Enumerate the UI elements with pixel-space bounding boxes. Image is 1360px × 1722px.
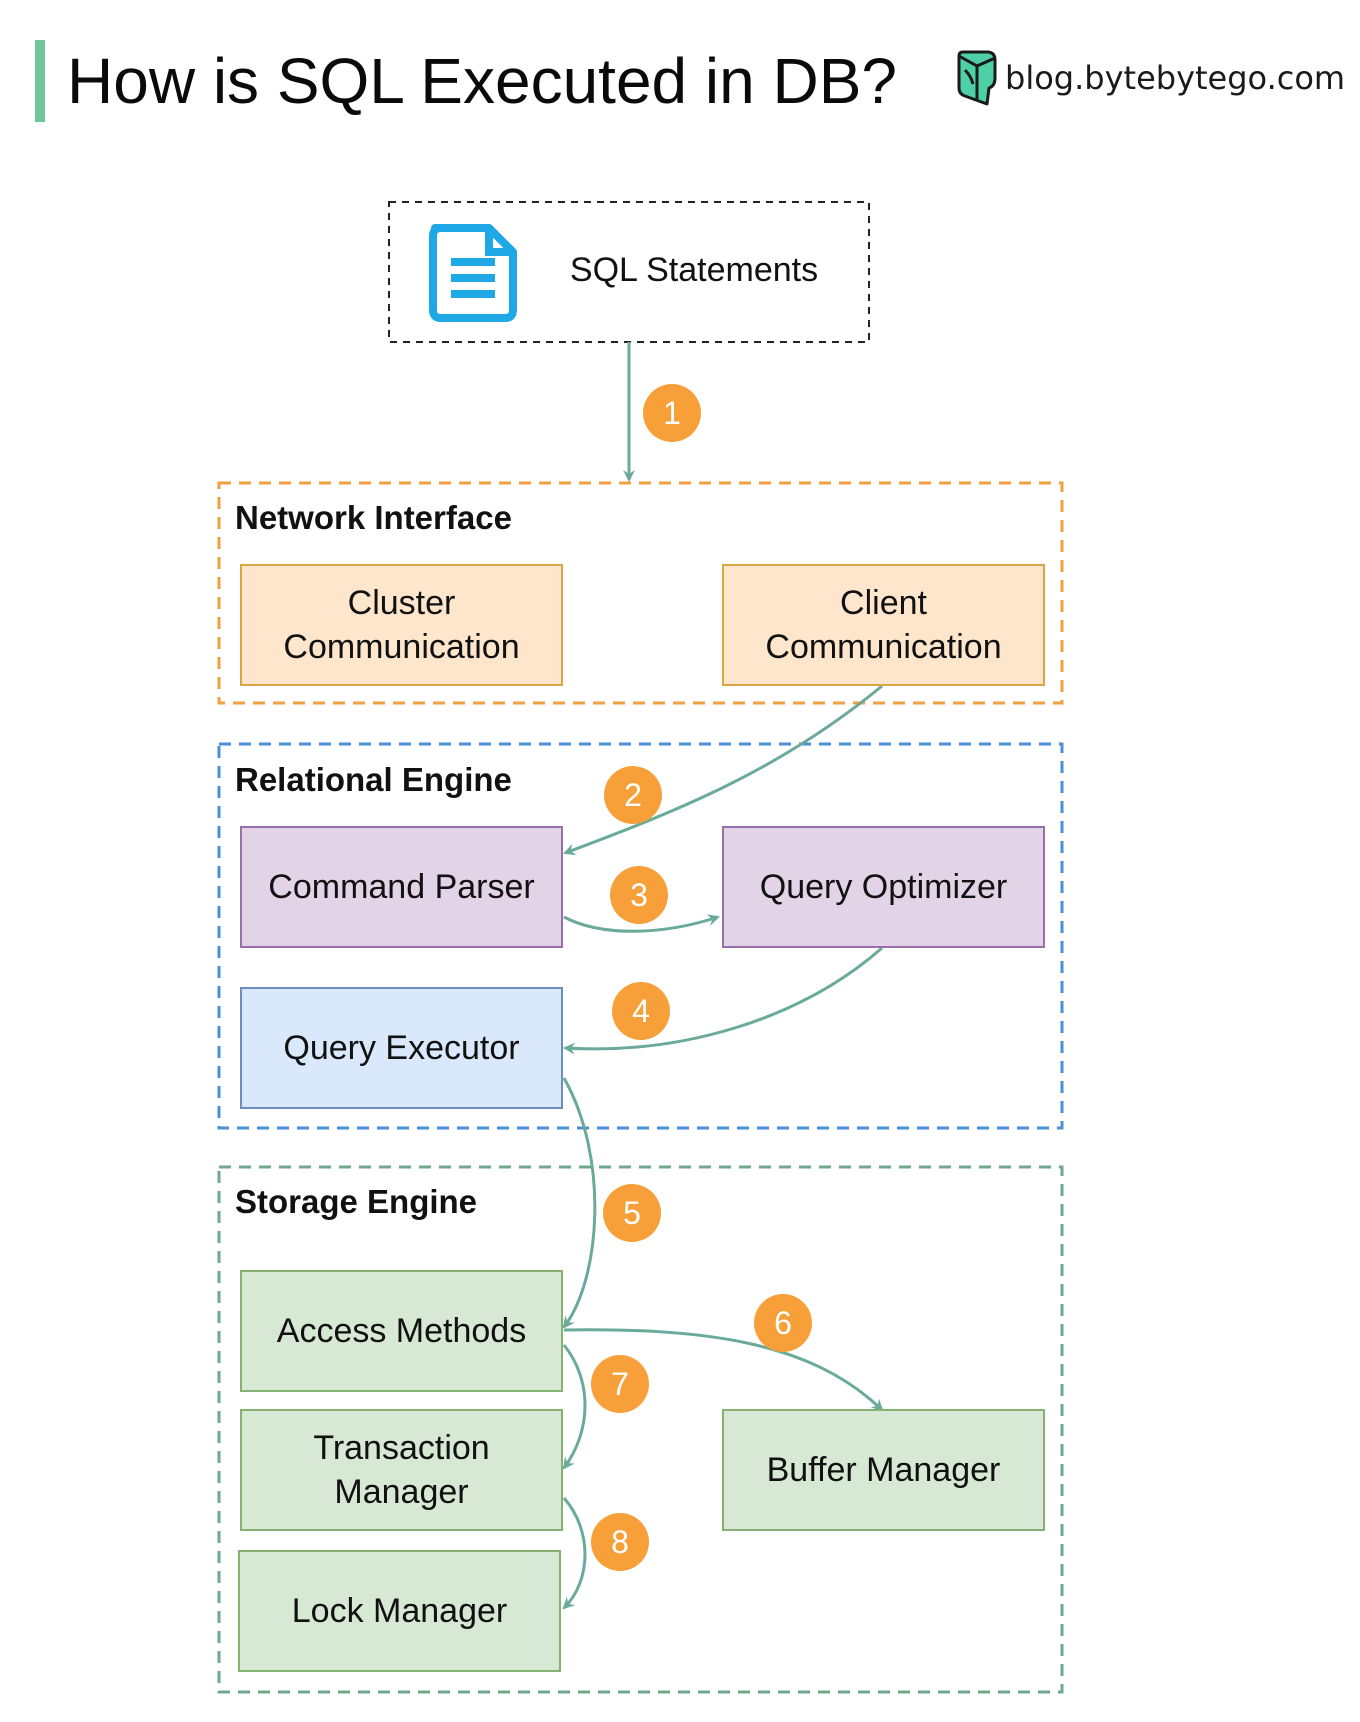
storage-engine-label: Storage Engine [235,1183,478,1220]
storage-engine-frame [217,1165,1064,1694]
step-badge-4: 4 [612,982,670,1040]
arrow-step-2 [563,684,883,856]
arrow-step-4 [563,946,883,1055]
lock-manager-node: Lock Manager [238,1550,561,1672]
command-parser-label: Command Parser [268,868,535,906]
client-communication-node: Client Communication [722,564,1045,686]
document-icon [429,224,517,322]
query-optimizer-label: Query Optimizer [759,868,1008,906]
step-badge-3: 3 [610,866,668,924]
brand-url: blog.bytebytego.com [1005,59,1346,97]
command-parser-node: Command Parser [240,826,563,948]
arrow-step-6 [563,1328,884,1412]
step-badge-7: 7 [591,1355,649,1413]
relational-engine-label: Relational Engine [235,761,512,798]
step-badge-2: 2 [604,766,662,824]
arrow-step-3 [563,914,720,933]
transaction-manager-node: Transaction Manager [240,1409,563,1531]
network-interface-label: Network Interface [235,499,512,536]
title-accent-bar [35,40,45,122]
bytebytego-logo-icon [957,50,997,106]
client-communication-label: Client Communication [765,584,1002,666]
step-badge-5: 5 [603,1184,661,1242]
arrow-step-8 [562,1497,587,1610]
arrow-step-5 [562,1077,597,1329]
lock-manager-label: Lock Manager [291,1592,508,1630]
page-title: How is SQL Executed in DB? [67,45,897,117]
step-badge-8: 8 [591,1513,649,1571]
transaction-manager-label: Transaction Manager [313,1429,490,1511]
brand: blog.bytebytego.com [953,46,1345,110]
buffer-manager-label: Buffer Manager [766,1451,1001,1489]
access-methods-node: Access Methods [240,1270,563,1392]
arrow-step-7 [562,1344,587,1470]
cluster-communication-label: Cluster Communication [283,584,520,666]
step-badge-1: 1 [643,384,701,442]
buffer-manager-node: Buffer Manager [722,1409,1045,1531]
query-optimizer-node: Query Optimizer [722,826,1045,948]
query-executor-label: Query Executor [283,1029,520,1067]
sql-statements-label: SQL Statements [569,251,819,289]
cluster-communication-node: Cluster Communication [240,564,563,686]
relational-engine-frame [217,742,1064,1130]
network-interface-frame [217,481,1064,705]
query-executor-node: Query Executor [240,987,563,1109]
access-methods-label: Access Methods [276,1312,527,1350]
step-badge-6: 6 [754,1294,812,1352]
